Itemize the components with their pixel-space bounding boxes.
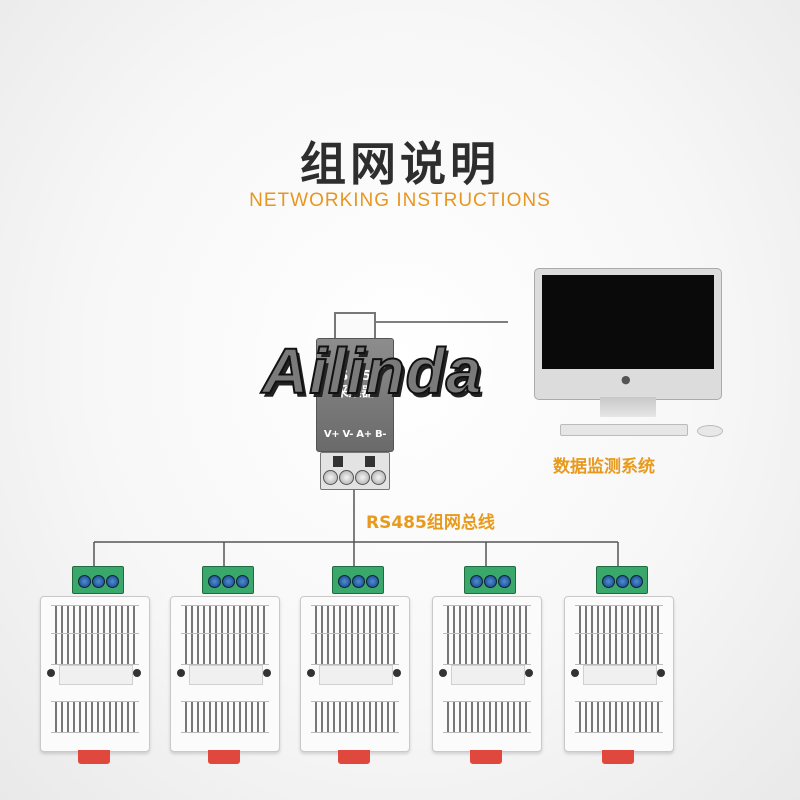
module-label-panel bbox=[451, 665, 525, 685]
connector-screw bbox=[616, 575, 629, 588]
connector-screw bbox=[484, 575, 497, 588]
sensor-module bbox=[432, 566, 542, 780]
module-green-connector bbox=[596, 566, 648, 594]
monitor-screen bbox=[542, 275, 714, 369]
brand-watermark: Ailinda bbox=[261, 334, 483, 408]
vent-grille bbox=[51, 701, 139, 733]
mount-hole bbox=[657, 669, 665, 677]
computer-monitor: ● bbox=[534, 268, 722, 400]
monitor-stand bbox=[600, 397, 656, 417]
bus-label: RS485组网总线 bbox=[366, 513, 495, 533]
module-green-connector bbox=[72, 566, 124, 594]
keyboard bbox=[560, 424, 688, 436]
module-green-connector bbox=[464, 566, 516, 594]
mount-hole bbox=[393, 669, 401, 677]
vent-grille bbox=[311, 701, 399, 733]
module-label-panel bbox=[583, 665, 657, 685]
collector-name-line1: S 35 bbox=[339, 369, 371, 384]
module-housing bbox=[300, 596, 410, 752]
collector-name-line2: 采集器 bbox=[335, 385, 375, 400]
mount-hole bbox=[133, 669, 141, 677]
connector-screw bbox=[222, 575, 235, 588]
monitor-label: 数据监测系统 bbox=[553, 457, 655, 477]
module-label-panel bbox=[319, 665, 393, 685]
mount-hole bbox=[439, 669, 447, 677]
terminal-screw bbox=[371, 470, 386, 485]
module-label-panel bbox=[59, 665, 133, 685]
connector-screw bbox=[498, 575, 511, 588]
terminal-screw bbox=[339, 470, 354, 485]
connector-screw bbox=[352, 575, 365, 588]
connector-screw bbox=[236, 575, 249, 588]
din-rail-clip bbox=[78, 750, 110, 764]
connector-screw bbox=[630, 575, 643, 588]
module-green-connector bbox=[332, 566, 384, 594]
sensor-module bbox=[170, 566, 280, 780]
mouse bbox=[697, 425, 723, 437]
mount-hole bbox=[525, 669, 533, 677]
mount-hole bbox=[571, 669, 579, 677]
vent-grille bbox=[575, 605, 663, 637]
collector-pins: V+ V- A+ B- bbox=[323, 429, 387, 440]
apple-logo-icon: ● bbox=[621, 373, 631, 386]
din-rail-clip bbox=[338, 750, 370, 764]
collector-name: S 35 采集器 bbox=[317, 369, 393, 401]
connector-screw bbox=[78, 575, 91, 588]
terminal-screw bbox=[355, 470, 370, 485]
connector-screw bbox=[338, 575, 351, 588]
module-housing bbox=[432, 596, 542, 752]
mount-hole bbox=[177, 669, 185, 677]
connector-screw bbox=[208, 575, 221, 588]
module-housing bbox=[40, 596, 150, 752]
connector-screw bbox=[602, 575, 615, 588]
din-rail-clip bbox=[602, 750, 634, 764]
module-housing bbox=[170, 596, 280, 752]
din-rail-clip bbox=[208, 750, 240, 764]
page-title-en: NETWORKING INSTRUCTIONS bbox=[249, 190, 551, 211]
din-rail-clip bbox=[470, 750, 502, 764]
mount-hole bbox=[307, 669, 315, 677]
terminal-slot bbox=[365, 456, 375, 467]
vent-grille bbox=[443, 633, 531, 665]
mount-hole bbox=[263, 669, 271, 677]
sensor-module bbox=[40, 566, 150, 780]
vent-grille bbox=[311, 605, 399, 637]
vent-grille bbox=[181, 633, 269, 665]
page-title-cn: 组网说明 bbox=[300, 137, 500, 191]
vent-grille bbox=[443, 701, 531, 733]
terminal-screw bbox=[323, 470, 338, 485]
connector-screw bbox=[470, 575, 483, 588]
vent-grille bbox=[181, 605, 269, 637]
vent-grille bbox=[181, 701, 269, 733]
connector-screw bbox=[106, 575, 119, 588]
sensor-module bbox=[300, 566, 410, 780]
module-green-connector bbox=[202, 566, 254, 594]
terminal-slot bbox=[333, 456, 343, 467]
vent-grille bbox=[311, 633, 399, 665]
connector-screw bbox=[92, 575, 105, 588]
collector-terminal-block bbox=[320, 452, 390, 490]
vent-grille bbox=[575, 633, 663, 665]
module-housing bbox=[564, 596, 674, 752]
module-label-panel bbox=[189, 665, 263, 685]
connector-screw bbox=[366, 575, 379, 588]
vent-grille bbox=[51, 633, 139, 665]
rs485-collector: S 35 采集器 V+ V- A+ B- bbox=[316, 338, 394, 452]
vent-grille bbox=[575, 701, 663, 733]
mount-hole bbox=[47, 669, 55, 677]
sensor-module bbox=[564, 566, 674, 780]
